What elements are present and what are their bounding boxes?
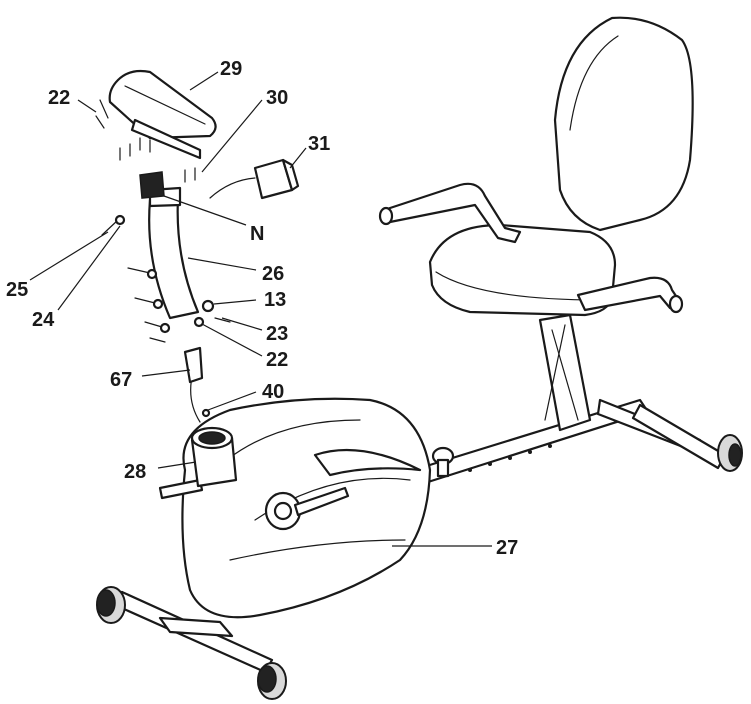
callout-24: 24 xyxy=(32,309,55,331)
callout-31: 31 xyxy=(308,133,330,155)
callout-27: 27 xyxy=(496,537,518,559)
callout-labels: 29 22 30 31 N 26 25 13 24 23 22 67 40 28… xyxy=(6,58,518,559)
rear-stabilizer xyxy=(631,403,743,472)
callout-30: 30 xyxy=(266,87,288,109)
leader-lines xyxy=(29,71,492,547)
seat-post xyxy=(538,313,592,432)
console xyxy=(108,69,217,160)
seat-back xyxy=(553,16,694,232)
handpulse-connector xyxy=(209,158,300,200)
callout-23: 23 xyxy=(266,323,288,345)
callout-40: 40 xyxy=(262,381,284,403)
mast-hardware xyxy=(101,214,231,418)
front-left-wheel xyxy=(96,586,126,624)
console-screws xyxy=(95,99,196,183)
seat-cushion xyxy=(428,223,617,317)
callout-26: 26 xyxy=(262,263,284,285)
callout-N: N xyxy=(250,223,264,245)
callout-13: 13 xyxy=(264,289,286,311)
callout-67: 67 xyxy=(110,369,132,391)
callout-22-bottom: 22 xyxy=(266,349,288,371)
callout-29: 29 xyxy=(220,58,242,80)
front-right-wheel xyxy=(257,662,287,700)
wire-harness xyxy=(183,346,204,423)
console-mast xyxy=(139,171,200,320)
pedal-left xyxy=(158,478,204,500)
seat-handlebars xyxy=(378,182,684,314)
seat-adjustment-knob xyxy=(431,446,455,478)
pedal-crank xyxy=(264,486,350,531)
callout-25: 25 xyxy=(6,279,28,301)
callout-28: 28 xyxy=(124,461,146,483)
front-stabilizer xyxy=(113,590,274,674)
console-mast-sleeve xyxy=(190,426,238,488)
callout-22-top: 22 xyxy=(48,87,70,109)
